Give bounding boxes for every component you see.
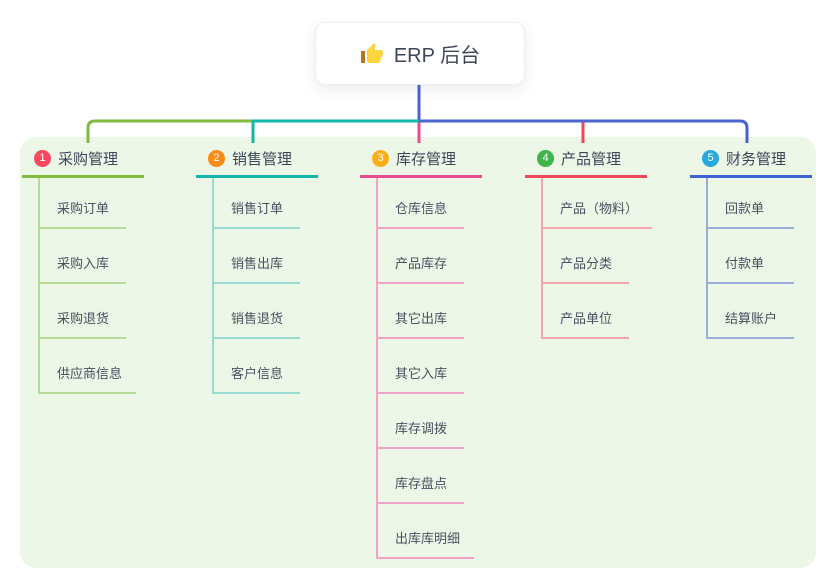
child-node[interactable]: 采购订单 [40,178,126,229]
child-node[interactable]: 出库库明细 [378,504,475,559]
branch-label: 销售管理 [232,150,293,168]
child-node[interactable]: 结算账户 [708,284,794,339]
child-node[interactable]: 供应商信息 [40,339,137,394]
child-node[interactable]: 产品（物料） [543,178,653,229]
child-node[interactable]: 产品库存 [378,229,464,284]
branch-children: 销售订单 销售出库 销售退货 客户信息 [212,178,300,394]
root-title: ERP 后台 [393,45,481,67]
number-badge: 2 [208,149,225,167]
child-node[interactable]: 其它入库 [378,339,464,394]
child-node[interactable]: 采购退货 [40,284,126,339]
branch-children: 采购订单 采购入库 采购退货 供应商信息 [38,178,137,394]
child-node[interactable]: 销售订单 [214,178,300,229]
branch-inventory: 3 库存管理 仓库信息 产品库存 其它出库 其它入库 库存调拨 库存盘点 出库库… [360,145,482,559]
branch-label: 产品管理 [561,150,622,168]
child-node[interactable]: 产品分类 [543,229,629,284]
child-node[interactable]: 客户信息 [214,339,300,394]
branch-children: 产品（物料） 产品分类 产品单位 [541,178,653,339]
branch-label: 财务管理 [726,150,787,168]
thumbs-up-icon [360,42,384,66]
branch-node-inventory[interactable]: 3 库存管理 [360,145,482,178]
number-badge: 4 [537,149,554,167]
child-node[interactable]: 付款单 [708,229,794,284]
child-node[interactable]: 库存调拨 [378,394,464,449]
root-node[interactable]: ERP 后台 [315,22,525,85]
child-node[interactable]: 采购入库 [40,229,126,284]
child-node[interactable]: 其它出库 [378,284,464,339]
branch-node-sales[interactable]: 2 销售管理 [196,145,318,178]
branch-label: 采购管理 [58,150,119,168]
branch-finance: 5 财务管理 回款单 付款单 结算账户 [690,145,812,339]
number-badge: 3 [372,149,389,167]
child-node[interactable]: 销售出库 [214,229,300,284]
child-node[interactable]: 销售退货 [214,284,300,339]
branch-node-finance[interactable]: 5 财务管理 [690,145,812,178]
branch-node-purchase[interactable]: 1 采购管理 [22,145,144,178]
branch-sales: 2 销售管理 销售订单 销售出库 销售退货 客户信息 [196,145,318,394]
child-node[interactable]: 仓库信息 [378,178,464,229]
branch-node-product[interactable]: 4 产品管理 [525,145,647,178]
child-node[interactable]: 库存盘点 [378,449,464,504]
child-node[interactable]: 回款单 [708,178,794,229]
number-badge: 5 [702,149,719,167]
branches-panel [20,137,816,568]
child-node[interactable]: 产品单位 [543,284,629,339]
number-badge: 1 [34,149,51,167]
branch-label: 库存管理 [396,150,457,168]
branch-children: 仓库信息 产品库存 其它出库 其它入库 库存调拨 库存盘点 出库库明细 [376,178,475,559]
branch-purchase: 1 采购管理 采购订单 采购入库 采购退货 供应商信息 [22,145,144,394]
branch-product: 4 产品管理 产品（物料） 产品分类 产品单位 [525,145,653,339]
branch-children: 回款单 付款单 结算账户 [706,178,794,339]
